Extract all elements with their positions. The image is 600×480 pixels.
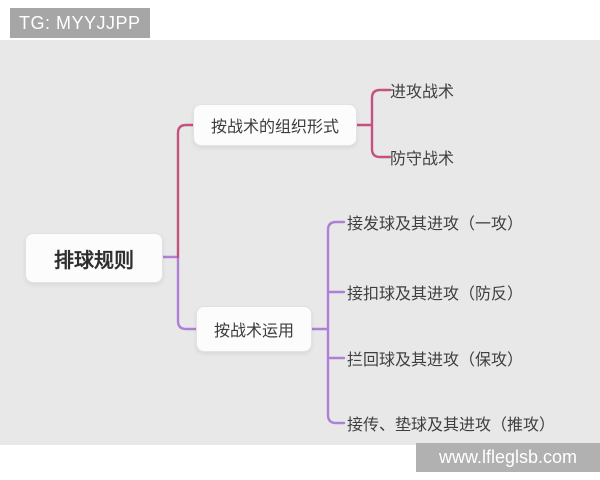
root-node[interactable]: 排球规则: [25, 233, 163, 283]
branch-node-label: 按战术的组织形式: [210, 119, 339, 136]
branch-node-tactic-application[interactable]: 按战术运用: [196, 306, 312, 352]
leaf-node-serve-receive-attack[interactable]: 接发球及其进攻（一攻）: [347, 216, 524, 233]
site-watermark-label: www.lfleglsb.com: [438, 447, 578, 467]
leaf-node-pass-dig-attack[interactable]: 接传、垫球及其进攻（推攻）: [347, 417, 556, 434]
site-watermark: www.lfleglsb.com: [416, 443, 600, 472]
branch-node-label: 按战术运用: [213, 323, 294, 340]
tg-badge-label: TG: MYYJJPP: [19, 12, 141, 33]
branch-node-organization-form[interactable]: 按战术的组织形式: [193, 104, 357, 146]
leaf-node-block-return-attack[interactable]: 拦回球及其进攻（保攻）: [347, 352, 524, 369]
leaf-node-spike-receive-attack[interactable]: 接扣球及其进攻（防反）: [347, 286, 524, 303]
leaf-node-defense-tactics[interactable]: 防守战术: [390, 151, 455, 168]
tg-badge: TG: MYYJJPP: [10, 8, 150, 38]
leaf-node-offense-tactics[interactable]: 进攻战术: [390, 84, 455, 101]
root-node-label: 排球规则: [54, 249, 134, 272]
